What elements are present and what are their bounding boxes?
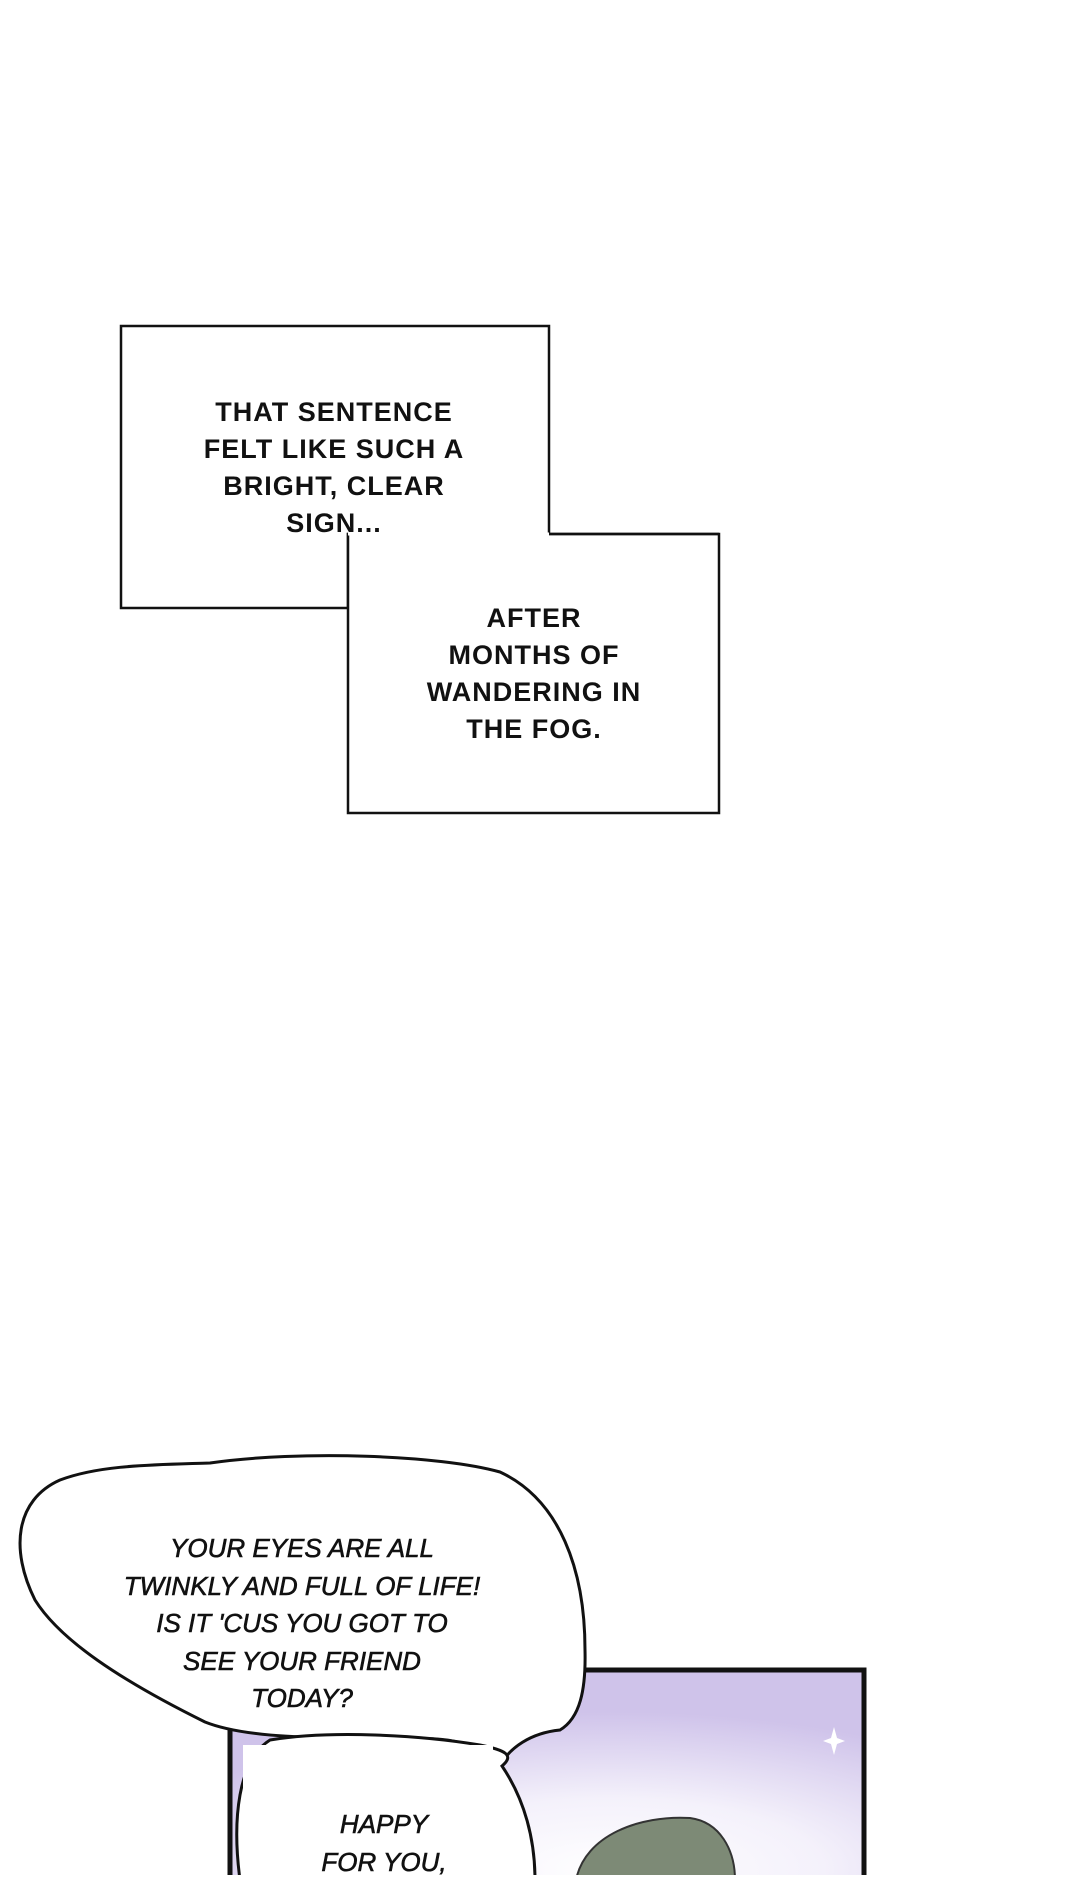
- caption-line: That sentence: [204, 394, 465, 431]
- caption-line: wandering in: [427, 674, 642, 711]
- caption-line: felt like such a: [204, 431, 465, 468]
- speech-line: Happy: [321, 1806, 446, 1844]
- caption-text-2: After months of wandering in the fog.: [427, 600, 642, 748]
- caption-line: bright, clear: [204, 468, 465, 505]
- caption-line: After: [427, 600, 642, 637]
- speech-text-1: Your eyes are all twinkly and full of li…: [124, 1530, 480, 1718]
- speech-text-2: Happy for you,: [321, 1806, 446, 1881]
- caption-line: sign...: [204, 505, 465, 542]
- speech-line: see your friend: [124, 1643, 480, 1681]
- caption-line: the fog.: [427, 711, 642, 748]
- speech-line: twinkly and full of life!: [124, 1568, 480, 1606]
- speech-line: Your eyes are all: [124, 1530, 480, 1568]
- caption-text-1: That sentence felt like such a bright, c…: [204, 394, 465, 542]
- caption-line: months of: [427, 637, 642, 674]
- speech-line: for you,: [321, 1844, 446, 1881]
- speech-line: today?: [124, 1680, 480, 1718]
- speech-line: Is it 'cus you got to: [124, 1605, 480, 1643]
